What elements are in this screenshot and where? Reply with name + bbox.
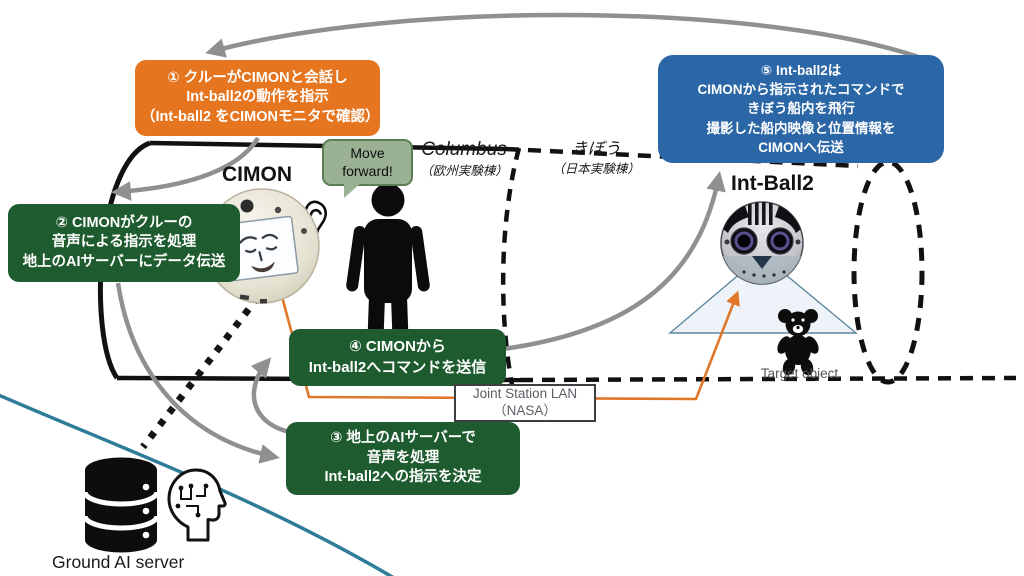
arrow-step5-to-step1 bbox=[205, 12, 936, 66]
step3-box: ③ 地上のAIサーバーで 音声を処理 Int-ball2への指示を決定 bbox=[286, 422, 520, 495]
database-icon bbox=[82, 457, 160, 553]
step4-box: ④ CIMONから Int-ball2へコマンドを送信 bbox=[289, 329, 506, 386]
columbus-name: Columbus bbox=[421, 139, 507, 160]
step2-box: ② CIMONがクルーの 音声による指示を処理 地上のAIサーバーにデータ伝送 bbox=[8, 204, 240, 282]
arrow-step4-to-step5 bbox=[502, 171, 726, 352]
ai-head-circuit-icon bbox=[167, 468, 227, 542]
step5-box: ⑤ Int-ball2は CIMONから指示されたコマンドで きぼう船内を飛行 … bbox=[658, 55, 944, 163]
step1-box: ① クルーがCIMONと会話し Int-ball2の動作を指示 （Int-bal… bbox=[135, 60, 380, 136]
downlink-dotted-line bbox=[140, 294, 261, 450]
arrow-step1-to-step2 bbox=[111, 136, 260, 201]
ground-ai-server-label: Ground AI server bbox=[52, 552, 185, 572]
kibo-subtitle: （日本実験棟） bbox=[552, 161, 640, 176]
kibo-name: きぼう bbox=[571, 140, 621, 158]
intball2-label: Int-Ball2 bbox=[731, 172, 814, 195]
joint-station-lan-box: Joint Station LAN （NASA） bbox=[454, 384, 596, 422]
arrow-step2-to-step3 bbox=[115, 282, 280, 464]
module-end-ellipse bbox=[851, 159, 925, 385]
module-boundary-dashed bbox=[500, 147, 522, 391]
kibo-module-label: きぼう （日本実験棟） bbox=[536, 140, 656, 176]
columbus-module-label: Columbus （欧州実験棟） bbox=[404, 139, 524, 178]
columbus-subtitle: （欧州実験棟） bbox=[420, 163, 508, 178]
cimon-label: CIMON bbox=[222, 163, 292, 186]
target-object-label: Target object bbox=[760, 366, 839, 381]
teddy-bear-icon bbox=[777, 309, 819, 376]
speech-bubble: Move forward! bbox=[322, 139, 413, 198]
intball2-robot-icon bbox=[720, 201, 804, 285]
speech-text: Move forward! bbox=[342, 145, 393, 179]
speech-bubble-tail bbox=[344, 183, 361, 198]
